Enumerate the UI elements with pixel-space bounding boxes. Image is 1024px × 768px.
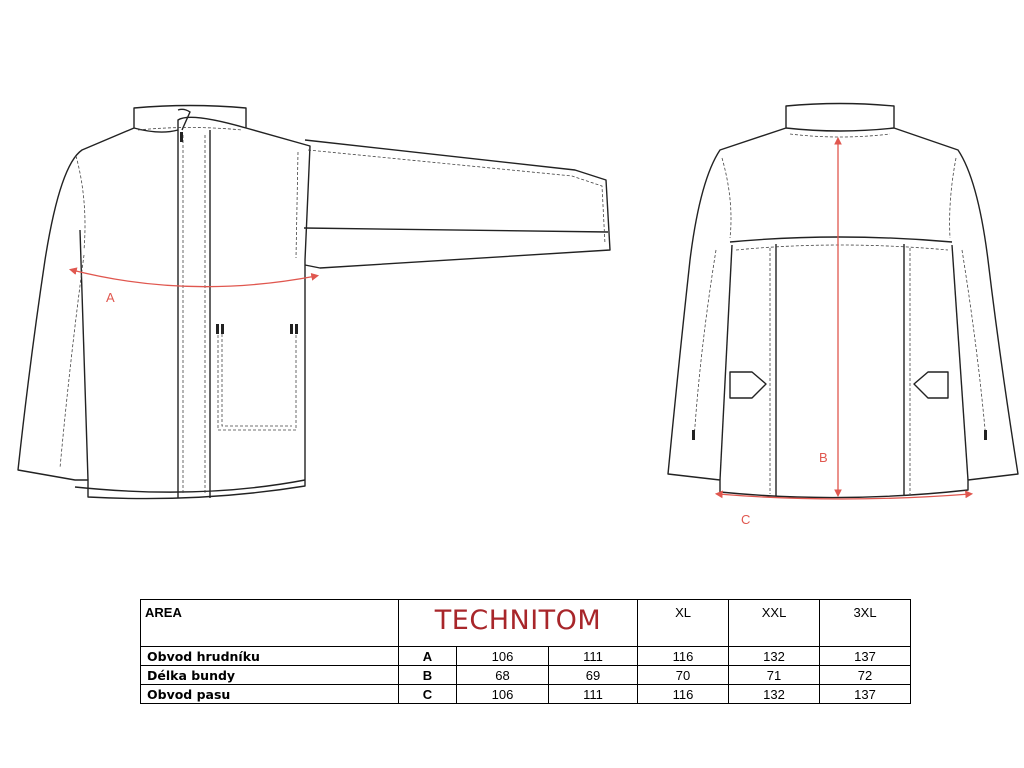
table-cell: 132 bbox=[728, 684, 821, 704]
zipper-pulls-front bbox=[180, 132, 298, 334]
jacket-size-diagram: A B C bbox=[17, 102, 1019, 527]
row-label: Obvod pasu bbox=[140, 684, 399, 704]
technitom-logo: TECHNITOM bbox=[434, 605, 602, 636]
jacket-back-view bbox=[667, 102, 1019, 499]
table-header-row: AREA TECHNITOM XL XXL 3XL bbox=[140, 599, 912, 647]
jacket-front-stitching bbox=[59, 127, 606, 494]
row-code: C bbox=[398, 684, 457, 704]
table-cell: 137 bbox=[819, 646, 912, 666]
row-code: A bbox=[398, 646, 457, 666]
table-cell: 71 bbox=[728, 665, 821, 685]
row-code: B bbox=[398, 665, 457, 685]
row-label: Délka bundy bbox=[140, 665, 399, 685]
table-cell: 106 bbox=[456, 646, 549, 666]
measure-b-label: B bbox=[819, 450, 828, 465]
table-cell: 106 bbox=[456, 684, 549, 704]
size-header-3xl: 3XL bbox=[819, 599, 912, 647]
table-cell: 70 bbox=[637, 665, 730, 685]
table-cell: 69 bbox=[547, 665, 639, 685]
table-cell: 132 bbox=[728, 646, 821, 666]
area-header: AREA bbox=[140, 599, 399, 647]
size-header-xl: XL bbox=[637, 599, 730, 647]
measure-c-arrow bbox=[714, 490, 974, 500]
measure-a-label: A bbox=[106, 290, 115, 305]
jacket-back-stitching bbox=[693, 133, 987, 494]
table-cell: 111 bbox=[547, 646, 639, 666]
table-cell: 68 bbox=[456, 665, 549, 685]
brand-logo-cell: TECHNITOM bbox=[397, 599, 639, 647]
table-cell: 72 bbox=[819, 665, 912, 685]
measure-c-label: C bbox=[741, 512, 750, 527]
table-row: Obvod hrudníku A 106 111 116 132 137 bbox=[140, 646, 912, 666]
row-label: Obvod hrudníku bbox=[140, 646, 399, 666]
measure-a-arrow bbox=[68, 267, 320, 288]
size-table: AREA TECHNITOM XL XXL 3XL Obvod hrudníku… bbox=[140, 599, 912, 704]
table-cell: 137 bbox=[819, 684, 912, 704]
table-cell: 111 bbox=[547, 684, 639, 704]
table-cell: 116 bbox=[637, 646, 730, 666]
cuff-tabs-back bbox=[692, 430, 987, 440]
table-cell: 116 bbox=[637, 684, 730, 704]
jacket-front-view bbox=[17, 104, 611, 500]
size-header-xxl: XXL bbox=[728, 599, 821, 647]
table-row: Délka bundy B 68 69 70 71 72 bbox=[140, 665, 912, 685]
table-row: Obvod pasu C 106 111 116 132 137 bbox=[140, 684, 912, 704]
